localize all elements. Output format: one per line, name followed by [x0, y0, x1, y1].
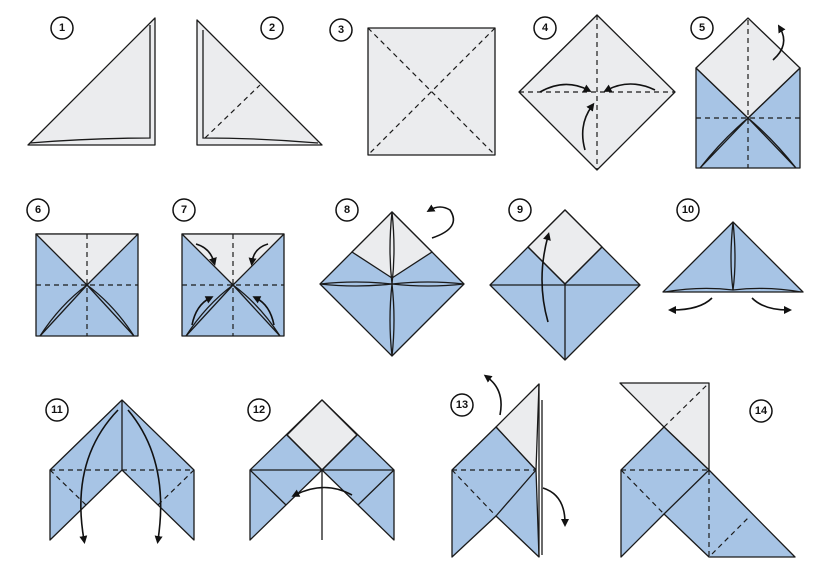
- step-number: 1: [59, 22, 65, 34]
- step-label-6: 6: [26, 198, 50, 222]
- step-number: 12: [253, 404, 265, 416]
- step-label-7: 7: [172, 198, 196, 222]
- step-number: 5: [699, 22, 705, 34]
- step-number: 4: [542, 22, 549, 34]
- step-label-9: 9: [508, 198, 532, 222]
- step-number: 2: [269, 22, 275, 34]
- step-label-5: 5: [690, 16, 714, 40]
- step-label-4: 4: [533, 16, 557, 40]
- step-4: [518, 14, 676, 171]
- step-number: 9: [517, 204, 523, 216]
- step-8: [319, 204, 465, 357]
- step-10: [662, 221, 804, 314]
- step-6: [35, 233, 139, 337]
- step-label-1: 1: [50, 16, 74, 40]
- step-7: [181, 233, 285, 337]
- step-5: [695, 17, 801, 169]
- step-number: 10: [682, 204, 694, 216]
- step-14: [619, 382, 796, 558]
- step-3: [367, 27, 496, 156]
- step-label-8: 8: [335, 198, 359, 222]
- step-2: [196, 19, 323, 146]
- step-label-11: 11: [45, 398, 69, 422]
- step-label-12: 12: [247, 398, 271, 422]
- step-number: 8: [344, 204, 350, 216]
- step-label-3: 3: [329, 18, 353, 42]
- step-number: 11: [51, 404, 63, 416]
- step-11: [49, 399, 195, 544]
- step-number: 7: [181, 204, 187, 216]
- step-13: [451, 374, 569, 558]
- step-number: 6: [35, 204, 41, 216]
- step-label-2: 2: [260, 16, 284, 40]
- step-9: [489, 209, 641, 361]
- step-label-14: 14: [749, 399, 773, 423]
- step-number: 13: [456, 399, 468, 411]
- step-label-13: 13: [450, 393, 474, 417]
- step-number: 3: [338, 24, 344, 36]
- step-label-10: 10: [676, 198, 700, 222]
- step-number: 14: [755, 405, 768, 417]
- step-1: [27, 17, 156, 146]
- step-12: [249, 399, 395, 541]
